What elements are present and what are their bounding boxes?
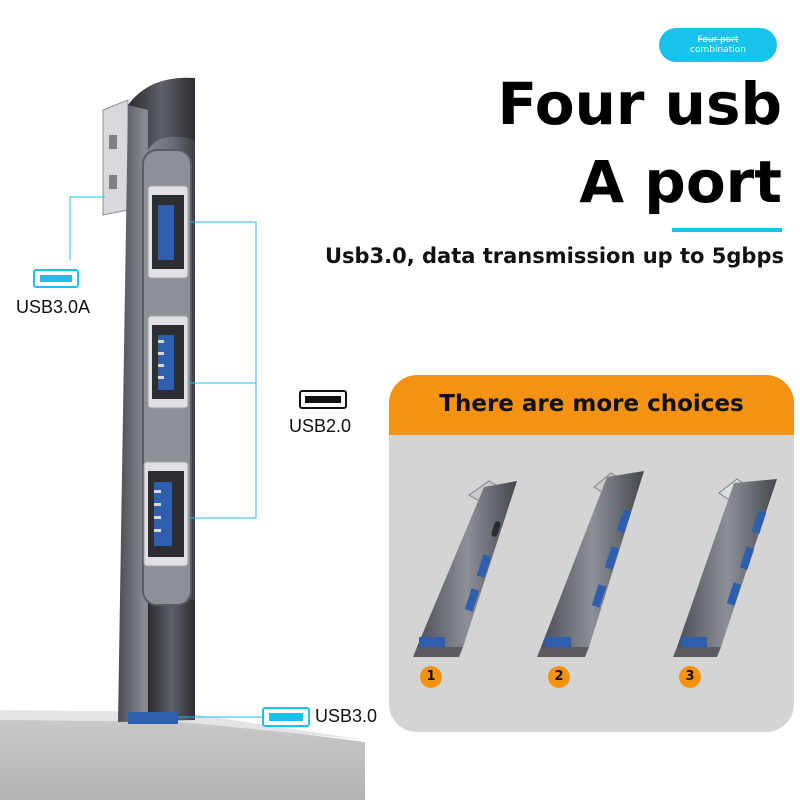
badge-line-2: combination bbox=[690, 45, 746, 55]
usb-2-icon bbox=[299, 390, 347, 409]
callout-lines bbox=[69, 196, 262, 718]
port-1 bbox=[147, 185, 189, 279]
usb20-label: USB2.0 bbox=[289, 416, 352, 436]
usb-a-plug bbox=[102, 99, 129, 216]
usb30-label: USB3.0 bbox=[315, 706, 378, 726]
more-choices-panel: There are more choices bbox=[389, 375, 794, 732]
variant-1-number: 1 bbox=[420, 666, 442, 688]
page-title-line-1: Four usb bbox=[497, 70, 782, 138]
more-choices-header bbox=[389, 375, 794, 435]
port-2 bbox=[147, 315, 189, 409]
badge-line-1: Four-port bbox=[697, 35, 739, 45]
usb-3-icon-bottom bbox=[262, 707, 310, 727]
variant-hubs-illustration bbox=[413, 471, 777, 657]
variant-2-hub bbox=[537, 471, 644, 657]
port-3 bbox=[143, 461, 189, 567]
variant-1-hub bbox=[413, 480, 517, 657]
title-underline bbox=[672, 228, 782, 232]
page-title-line-2: A port bbox=[579, 148, 782, 216]
desk-surface bbox=[0, 718, 365, 800]
usb-3-icon-left bbox=[33, 269, 79, 288]
variant-3-number: 3 bbox=[679, 666, 701, 688]
more-choices-title: There are more choices bbox=[439, 391, 744, 417]
variant-3-hub bbox=[673, 478, 777, 657]
variant-2-number: 2 bbox=[548, 666, 570, 688]
four-port-badge: Four-port combination bbox=[659, 28, 777, 62]
usb30a-label: USB3.0A bbox=[16, 297, 91, 317]
page-subtitle: Usb3.0, data transmission up to 5gbps bbox=[324, 244, 784, 268]
